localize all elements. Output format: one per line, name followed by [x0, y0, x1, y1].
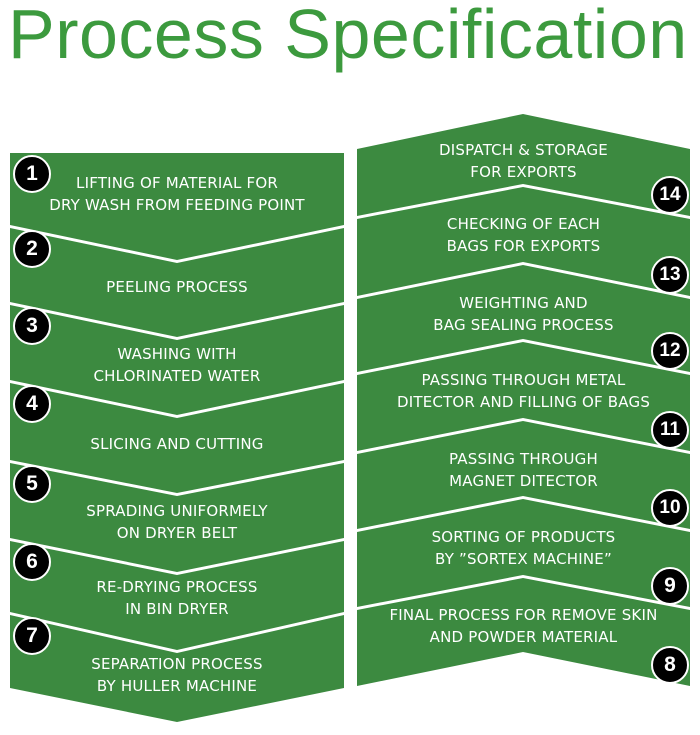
left-chevron-5	[10, 463, 344, 572]
step-13-line: BAGS FOR EXPORTS	[446, 237, 601, 255]
step-3-label: WASHING WITH CHLORINATED WATER	[10, 343, 344, 387]
step-11-line: PASSING THROUGH METAL	[421, 371, 626, 389]
step-1-line: LIFTING OF MATERIAL FOR	[76, 173, 278, 192]
step-3-line: CHLORINATED WATER	[93, 366, 261, 385]
step-6-line: RE-DRYING PROCESS	[96, 578, 258, 596]
step-12-line: WEIGHTING AND	[459, 293, 588, 312]
step-4-label: SLICING AND CUTTING	[10, 433, 344, 455]
step-8-number-badge: 8	[651, 646, 689, 684]
step-14-number-badge: 14	[651, 176, 689, 214]
page-title: Process Specification	[8, 0, 688, 73]
step-5-number-badge: 5	[13, 465, 51, 503]
step-9-label: SORTING OF PRODUCTS BY ”SORTEX MACHINE”	[357, 526, 690, 570]
step-5-label: SPRADING UNIFORMELY ON DRYER BELT	[10, 500, 344, 544]
step-10-line: MAGNET DITECTOR	[449, 471, 598, 490]
left-chevron-3	[10, 305, 344, 415]
step-9-line: BY ”SORTEX MACHINE”	[435, 550, 612, 568]
step-8-line: AND POWDER MATERIAL	[429, 627, 618, 646]
step-12-number-badge: 12	[651, 332, 689, 370]
step-2-label: PEELING PROCESS	[10, 276, 344, 298]
right-chevron-9	[357, 499, 690, 607]
step-14-line: FOR EXPORTS	[470, 163, 577, 181]
step-1-line: DRY WASH FROM FEEDING POINT	[49, 195, 305, 214]
step-11-label: PASSING THROUGH METAL DITECTOR AND FILLIN…	[357, 369, 690, 413]
right-chevron-14	[357, 114, 690, 216]
step-11-number-badge: 11	[651, 411, 689, 449]
step-3-number-badge: 3	[13, 307, 51, 345]
step-2-number-badge: 2	[13, 230, 51, 268]
step-8-label: FINAL PROCESS FOR REMOVE SKIN AND POWDER …	[357, 604, 690, 648]
step-10-number-badge: 10	[651, 489, 689, 527]
step-6-number-badge: 6	[13, 543, 51, 581]
right-chevron-8	[357, 578, 690, 686]
step-13-number-badge: 13	[651, 256, 689, 294]
step-11-line: DITECTOR AND FILLING OF BAGS	[396, 393, 651, 411]
step-2-line: PEELING PROCESS	[106, 278, 248, 296]
step-3-line: WASHING WITH	[117, 344, 237, 363]
step-9-number-badge: 9	[651, 567, 689, 605]
right-chevron-13	[357, 187, 690, 296]
step-14-line: DISPATCH & STORAGE	[439, 141, 608, 159]
step-5-line: SPRADING UNIFORMELY	[86, 501, 268, 520]
step-13-label: CHECKING OF EACH BAGS FOR EXPORTS	[357, 213, 690, 257]
step-12-label: WEIGHTING AND BAG SEALING PROCESS	[357, 292, 690, 336]
left-chevron-7	[10, 615, 344, 722]
step-7-label: SEPARATION PROCESS BY HULLER MACHINE	[10, 653, 344, 697]
step-10-line: PASSING THROUGH	[449, 449, 598, 468]
step-12-line: BAG SEALING PROCESS	[433, 315, 614, 334]
right-chevron-12	[357, 265, 690, 372]
step-4-number-badge: 4	[13, 385, 51, 423]
left-chevron-1	[10, 153, 344, 260]
right-chevron-10	[357, 421, 690, 529]
step-6-line: IN BIN DRYER	[125, 600, 229, 618]
right-chevron-11	[357, 342, 690, 451]
step-9-line: SORTING OF PRODUCTS	[431, 528, 616, 546]
step-7-number-badge: 7	[13, 617, 51, 655]
step-1-number-badge: 1	[13, 155, 51, 193]
step-8-line: FINAL PROCESS FOR REMOVE SKIN	[389, 605, 658, 624]
left-chevron-2	[10, 228, 344, 337]
step-4-line: SLICING AND CUTTING	[90, 434, 264, 453]
step-14-label: DISPATCH & STORAGE FOR EXPORTS	[357, 139, 690, 183]
left-column-chevrons	[10, 153, 344, 722]
step-6-label: RE-DRYING PROCESS IN BIN DRYER	[10, 576, 344, 620]
step-7-line: SEPARATION PROCESS	[91, 655, 263, 673]
right-column-chevrons	[357, 114, 690, 686]
step-5-line: ON DRYER BELT	[116, 523, 238, 542]
left-chevron-4	[10, 383, 344, 493]
left-chevron-6	[10, 541, 344, 650]
step-10-label: PASSING THROUGH MAGNET DITECTOR	[357, 448, 690, 492]
step-13-line: CHECKING OF EACH	[446, 215, 601, 233]
step-7-line: BY HULLER MACHINE	[96, 677, 258, 695]
step-1-label: LIFTING OF MATERIAL FOR DRY WASH FROM FEE…	[10, 172, 344, 216]
